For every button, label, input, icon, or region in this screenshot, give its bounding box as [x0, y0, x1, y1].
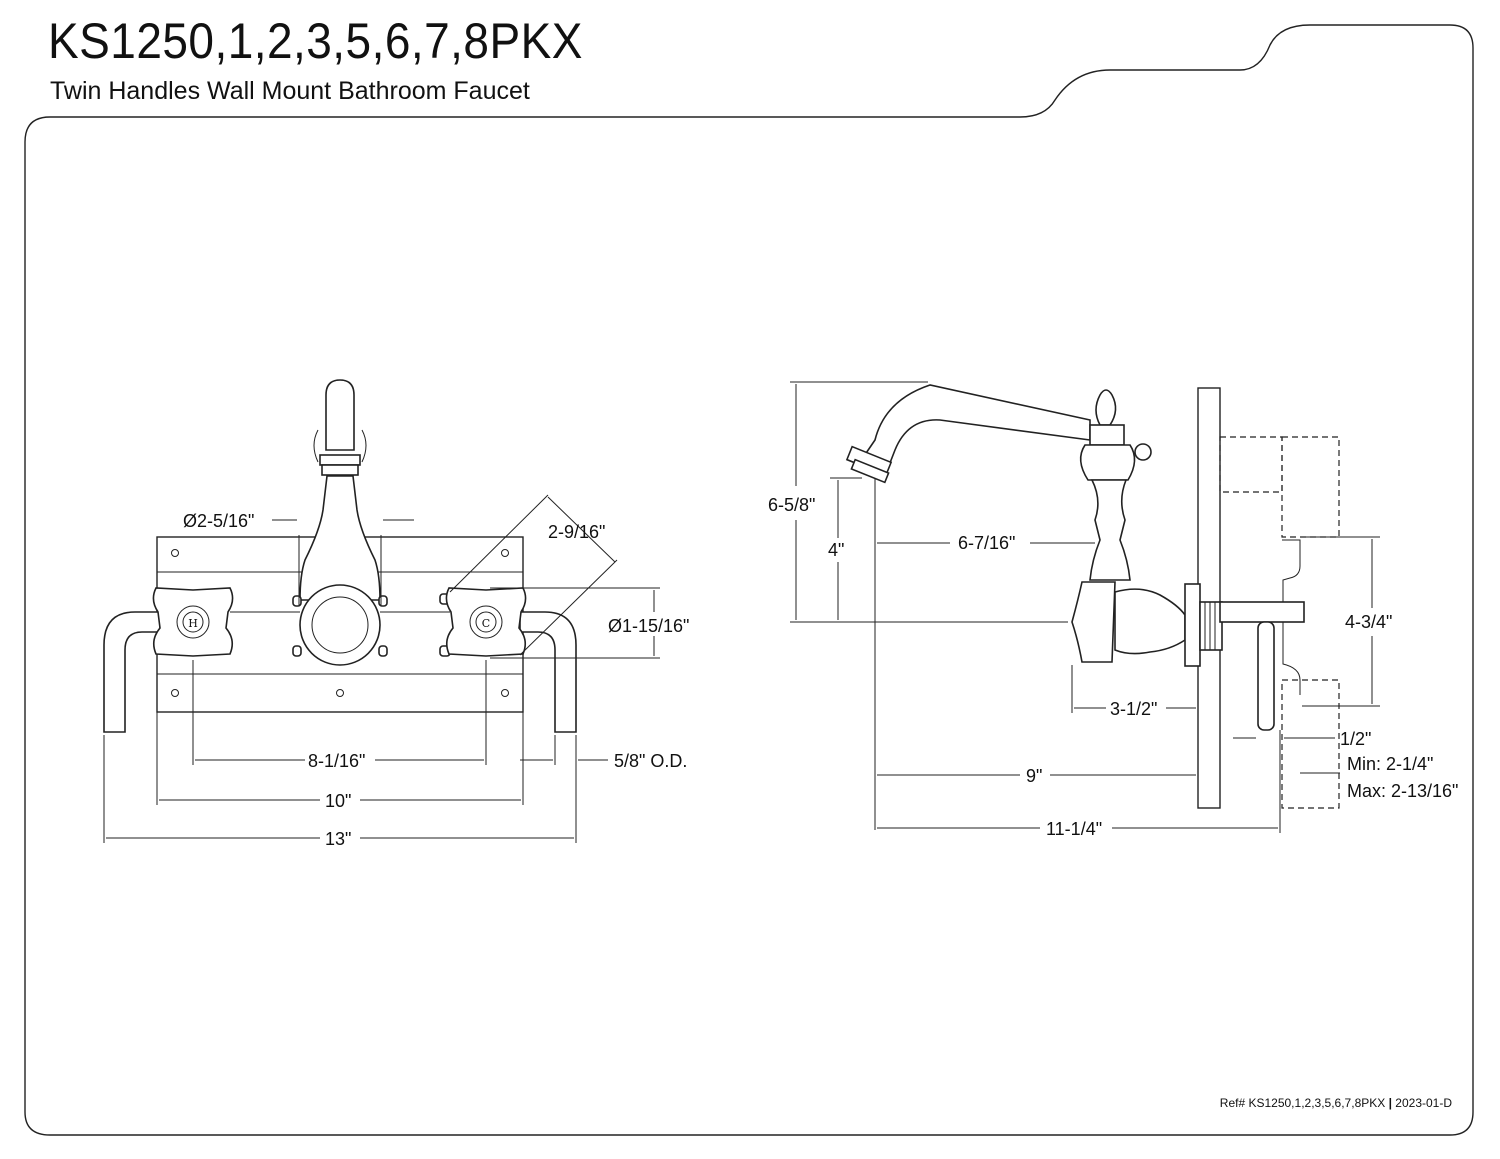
product-title: KS1250,1,2,3,5,6,7,8PKX [48, 13, 583, 69]
dim-inner-spacing: 8-1/16" [308, 751, 365, 771]
reference-footer: Ref# KS1250,1,2,3,5,6,7,8PKX | 2023-01-D [1220, 1096, 1452, 1110]
dim-overall-reach: 11-1/4" [1046, 819, 1102, 839]
revision-code: 2023-01-D [1395, 1096, 1452, 1110]
hot-handle: H [152, 587, 234, 657]
hot-label: H [188, 617, 198, 630]
dim-supply-size: 1/2" [1340, 729, 1371, 749]
dim-spout-height: 4" [828, 540, 844, 560]
left-supply-tube [103, 611, 161, 733]
dim-plate-width: 10" [325, 791, 351, 811]
dim-reach-to-wall: 9" [1026, 766, 1042, 786]
spout-front [325, 379, 355, 451]
dim-handle-offset: 2-9/16" [548, 522, 605, 542]
dim-overall-height: 6-5/8" [768, 495, 815, 515]
dim-escutcheon-diameter: Ø2-5/16" [183, 511, 254, 531]
dim-wall-max: Max: 2-13/16" [1347, 781, 1458, 801]
dim-handle-diameter: Ø1-15/16" [608, 616, 689, 636]
reference-separator: | [1388, 1096, 1392, 1110]
side-view: 6-5/8" 4" 6-7/16" 3-1/2" 9" 11-1/4" 4-3/… [768, 381, 1458, 839]
cold-handle: C [445, 587, 527, 657]
product-subtitle: Twin Handles Wall Mount Bathroom Faucet [50, 77, 530, 105]
dim-body-projection: 3-1/2" [1110, 699, 1157, 719]
wall-section [1197, 387, 1221, 809]
handle-side [1071, 581, 1116, 663]
drawing-frame [24, 24, 1474, 1136]
dim-wall-min: Min: 2-1/4" [1347, 754, 1433, 774]
spout-side [858, 384, 1091, 469]
right-supply-tube [519, 611, 577, 733]
dim-overall-width: 13" [325, 829, 351, 849]
cold-label: C [482, 617, 490, 630]
dim-supply-od: 5/8" O.D. [614, 751, 687, 771]
dim-spout-reach: 6-7/16" [958, 533, 1015, 553]
reference-number: Ref# KS1250,1,2,3,5,6,7,8PKX [1219, 1096, 1386, 1110]
dim-supply-height: 4-3/4" [1345, 612, 1392, 632]
front-view: H C Ø2-5/16" 2-9/16" Ø1-15/16" 8-1/16" [103, 379, 689, 849]
